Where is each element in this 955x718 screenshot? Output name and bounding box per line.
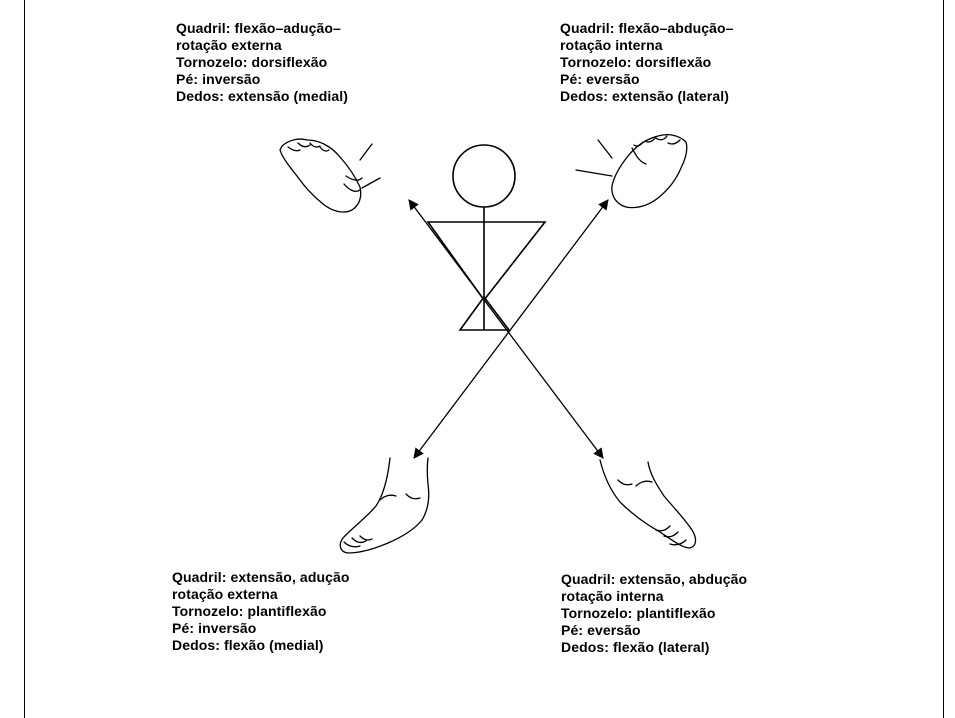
- figure-shoulder-triangle: [428, 222, 545, 300]
- label-line: Quadril: extensão, abdução: [561, 571, 747, 588]
- label-line: Tornozelo: dorsiflexão: [176, 54, 348, 71]
- arrow-diagonal-lateral: [414, 200, 608, 458]
- label-line: rotação interna: [561, 588, 747, 605]
- label-line: Quadril: extensão, adução: [172, 569, 350, 586]
- label-line: Quadril: flexão–adução–: [176, 20, 348, 37]
- label-line: Tornozelo: plantiflexão: [561, 605, 747, 622]
- label-line: Pé: eversão: [561, 622, 747, 639]
- label-bottom-right: Quadril: extensão, abdução rotação inter…: [561, 571, 747, 656]
- label-line: Quadril: flexão–abdução–: [560, 20, 734, 37]
- label-line: rotação externa: [176, 37, 348, 54]
- label-line: Dedos: flexão (lateral): [561, 639, 747, 656]
- label-line: Pé: eversão: [560, 71, 734, 88]
- label-line: Tornozelo: dorsiflexão: [560, 54, 734, 71]
- label-bottom-left: Quadril: extensão, adução rotação extern…: [172, 569, 350, 654]
- figure-head: [453, 145, 515, 207]
- foot-top-right-illustration: [576, 135, 687, 208]
- foot-bottom-right-illustration: [600, 460, 696, 548]
- label-line: Dedos: extensão (medial): [176, 88, 348, 105]
- arrow-diagonal-medial: [409, 200, 603, 458]
- label-line: Dedos: extensão (lateral): [560, 88, 734, 105]
- foot-top-left-illustration: [280, 139, 380, 212]
- foot-bottom-left-illustration: [340, 458, 428, 553]
- label-line: rotação interna: [560, 37, 734, 54]
- label-line: Pé: inversão: [176, 71, 348, 88]
- label-top-left: Quadril: flexão–adução– rotação externa …: [176, 20, 348, 105]
- label-top-right: Quadril: flexão–abdução– rotação interna…: [560, 20, 734, 105]
- label-line: Tornozelo: plantiflexão: [172, 603, 350, 620]
- label-line: Pé: inversão: [172, 620, 350, 637]
- label-line: rotação externa: [172, 586, 350, 603]
- label-line: Dedos: flexão (medial): [172, 637, 350, 654]
